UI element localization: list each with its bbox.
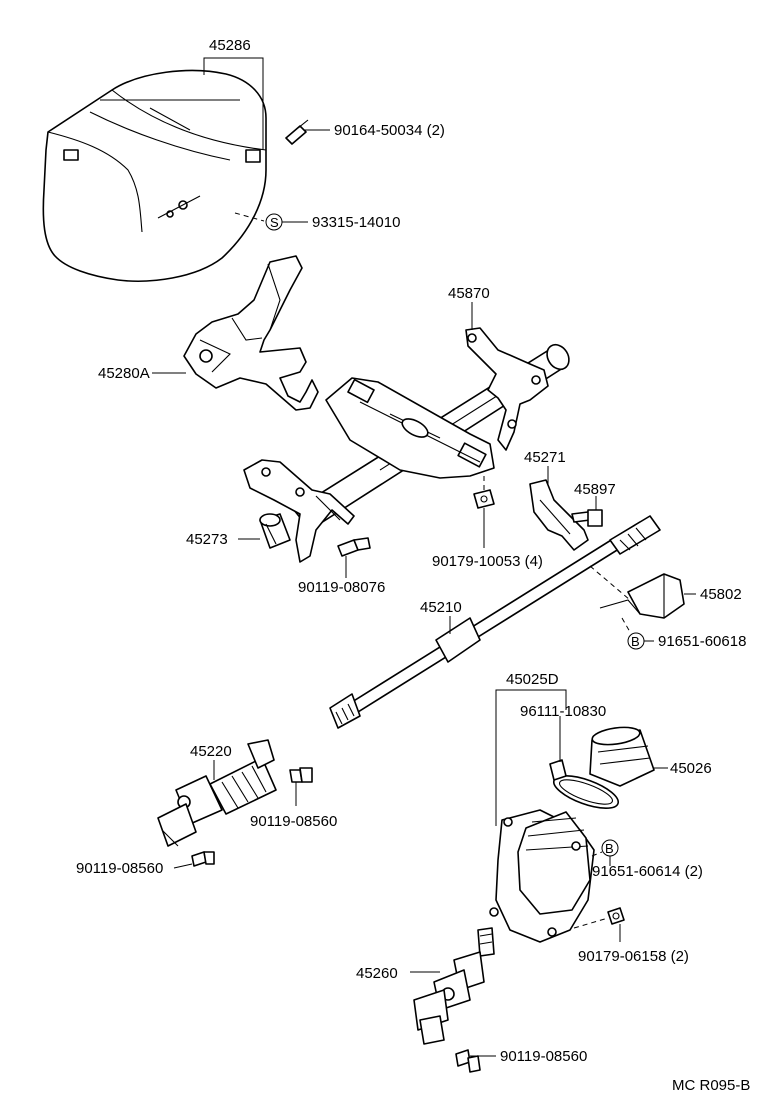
clamp-band-96111-10830 [549, 759, 620, 809]
part-label-91651-60614: 91651-60614 (2) [592, 863, 703, 880]
bolt-90119-08560-c [455, 1049, 481, 1073]
screw-cover [285, 119, 309, 145]
part-label-45286: 45286 [209, 37, 251, 54]
cover-lower-45802 [599, 573, 685, 619]
part-label-90119-08560-a: 90119-08560 [250, 813, 337, 830]
bolt-90119-08560-a [289, 767, 313, 783]
part-label-45802: 45802 [700, 586, 742, 603]
clamp-45271 [529, 479, 589, 551]
boot-45026 [589, 726, 655, 787]
u-joint-upper-45220 [157, 739, 277, 847]
symbol-b-1: B [631, 634, 640, 649]
bracket-upper-45280A [183, 255, 319, 411]
part-label-45870: 45870 [448, 285, 490, 302]
part-label-45260: 45260 [356, 965, 398, 982]
part-label-90119-08560-c: 90119-08560 [500, 1048, 587, 1065]
part-label-90179-10053: 90179-10053 (4) [432, 553, 543, 570]
spacer-45273 [259, 513, 291, 549]
part-label-90119-08076: 90119-08076 [298, 579, 385, 596]
leader-45025D [495, 689, 567, 826]
part-label-91651-60618: 91651-60618 [658, 633, 746, 650]
bracket-right-45870 [465, 327, 549, 451]
symbol-s: S [270, 215, 279, 230]
u-joint-lower-45260 [413, 927, 495, 1045]
nut-90179-10053 [473, 489, 495, 509]
part-label-90179-06158: 90179-06158 (2) [578, 948, 689, 965]
symbol-b-2: B [605, 841, 614, 856]
column-mount-bracket [325, 377, 495, 479]
column-cover-upper [42, 69, 267, 282]
part-label-93315-14010: 93315-14010 [312, 214, 400, 231]
part-label-45220: 45220 [190, 743, 232, 760]
part-label-45026: 45026 [670, 760, 712, 777]
part-label-45280A: 45280A [98, 365, 150, 382]
bracket-left-lower [243, 459, 355, 563]
part-label-90164-50034: 90164-50034 (2) [334, 122, 445, 139]
part-label-90119-08560-b: 90119-08560 [76, 860, 163, 877]
part-label-45025D: 45025D [506, 671, 559, 688]
leader-45286 [203, 57, 264, 150]
main-shaft-45210 [329, 515, 661, 729]
nut-90179-06158 [607, 907, 625, 925]
part-label-96111-10830: 96111-10830 [520, 703, 606, 720]
bolt-90119-08076 [337, 537, 371, 557]
boot-plate [489, 809, 595, 943]
part-label-45210: 45210 [420, 599, 462, 616]
bolt-45897 [571, 509, 603, 527]
part-label-45897: 45897 [574, 481, 616, 498]
diagram-code: MC R095-B [672, 1077, 750, 1094]
part-label-45271: 45271 [524, 449, 566, 466]
part-label-45273: 45273 [186, 531, 228, 548]
bolt-90119-08560-b [191, 851, 215, 867]
